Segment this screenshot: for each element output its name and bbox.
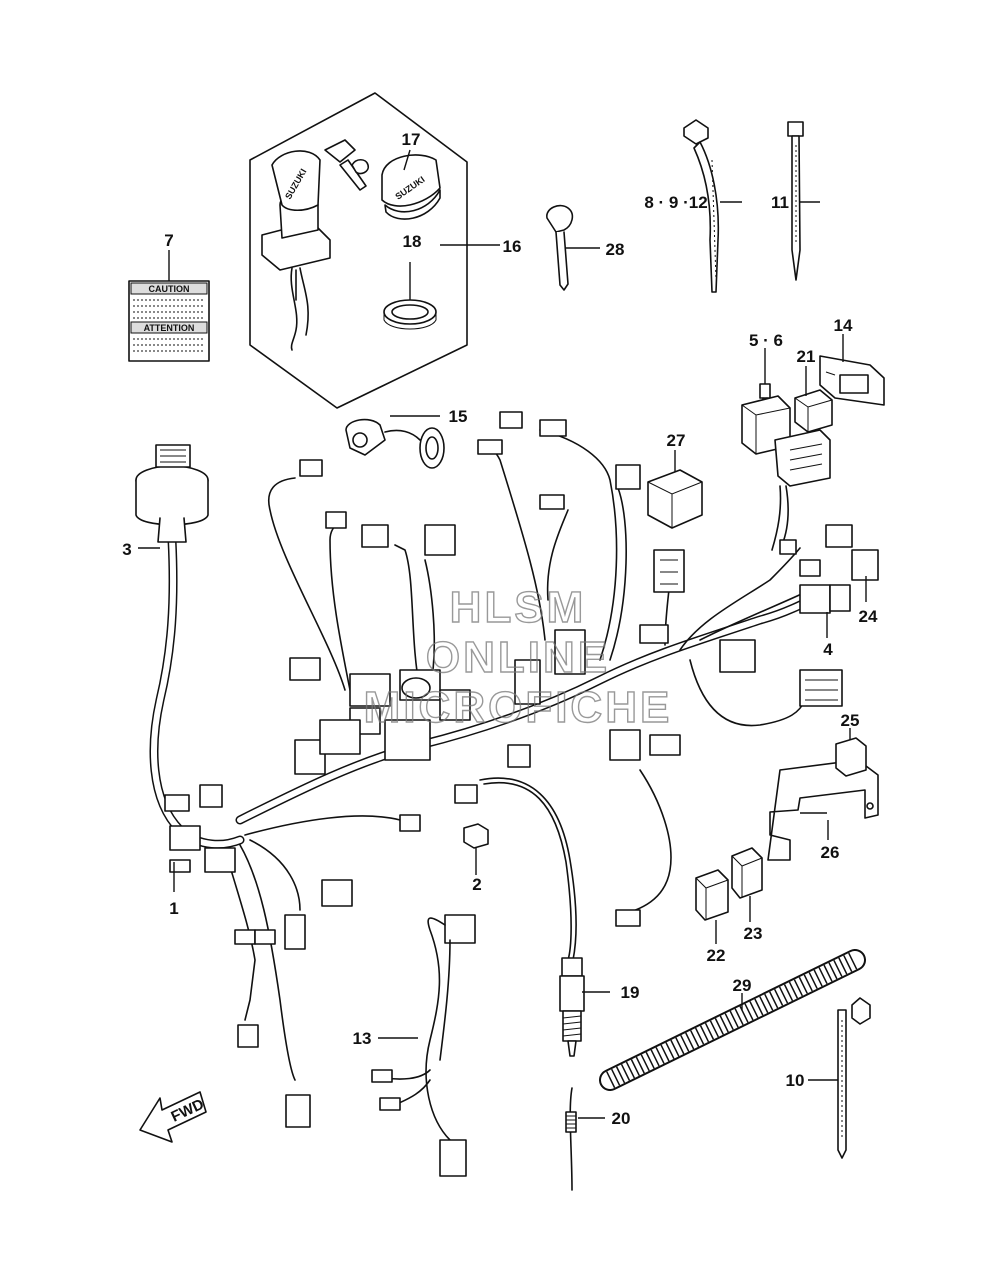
callout-24: 24 [859, 607, 878, 626]
callout-numbers: 1 2 3 4 5 · 6 7 8 · 9 ·12 10 11 13 14 15… [122, 130, 878, 1128]
caution-heading: CAUTION [149, 284, 190, 294]
callout-22: 22 [707, 946, 726, 965]
clip-22 [695, 869, 729, 921]
key-cap: SUZUKI [381, 154, 441, 220]
harness-3 [135, 444, 245, 849]
callout-1: 1 [169, 899, 178, 918]
callout-15: 15 [449, 407, 468, 426]
callout-28: 28 [606, 240, 625, 259]
cable-tie-10 [837, 997, 871, 1159]
leader-lines [138, 149, 867, 1119]
callout-29: 29 [733, 976, 752, 995]
attention-heading: ATTENTION [144, 323, 195, 333]
callout-5-6: 5 · 6 [749, 331, 783, 350]
ignition-switch-kit-box [249, 92, 468, 409]
connector-cap-2 [463, 823, 489, 849]
watermark: HLSM ONLINE MICROFICHE [363, 582, 673, 732]
cable-tie-long [683, 119, 720, 293]
callout-19: 19 [621, 983, 640, 1002]
callout-20: 20 [612, 1109, 631, 1128]
ring-nut [383, 299, 437, 330]
relay-21 [794, 389, 833, 433]
harness-connectors [164, 411, 879, 1128]
ignition-switch: SUZUKI [261, 139, 370, 351]
watermark-line-1: HLSM [450, 583, 587, 632]
callout-4: 4 [823, 640, 833, 659]
bracket-14 [819, 355, 885, 406]
bracket-26 [767, 759, 879, 861]
callout-11: 11 [771, 193, 789, 212]
watermark-line-3: MICROFICHE [364, 683, 673, 732]
socket-with-cap [345, 418, 445, 469]
callout-21: 21 [797, 347, 816, 366]
fuse-box [741, 395, 831, 551]
callout-7: 7 [164, 231, 173, 250]
callout-23: 23 [744, 924, 763, 943]
sub-harness-13 [371, 914, 476, 1177]
callout-10: 10 [786, 1071, 805, 1090]
corrugated-tube [599, 949, 866, 1091]
caution-label-plate: CAUTION ATTENTION [128, 280, 210, 362]
callout-17: 17 [402, 130, 421, 149]
callout-3: 3 [122, 540, 131, 559]
clip-25 [835, 737, 867, 777]
callout-25: 25 [841, 711, 860, 730]
callout-2: 2 [472, 875, 481, 894]
callout-26: 26 [821, 843, 840, 862]
relay-27 [647, 469, 703, 529]
watermark-line-2: ONLINE [426, 633, 610, 682]
cable-tie-straight [787, 121, 804, 281]
forward-direction-arrow: FWD [139, 1091, 207, 1143]
callout-8-9-12: 8 · 9 ·12 [644, 193, 707, 212]
spare-key [546, 204, 574, 291]
pin-20 [565, 1087, 577, 1191]
callout-18: 18 [403, 232, 422, 251]
callout-13: 13 [353, 1029, 372, 1048]
sensor-19 [559, 957, 585, 1057]
clip-23 [731, 847, 763, 899]
callout-14: 14 [834, 316, 853, 335]
callout-27: 27 [667, 431, 686, 450]
callout-16: 16 [503, 237, 522, 256]
